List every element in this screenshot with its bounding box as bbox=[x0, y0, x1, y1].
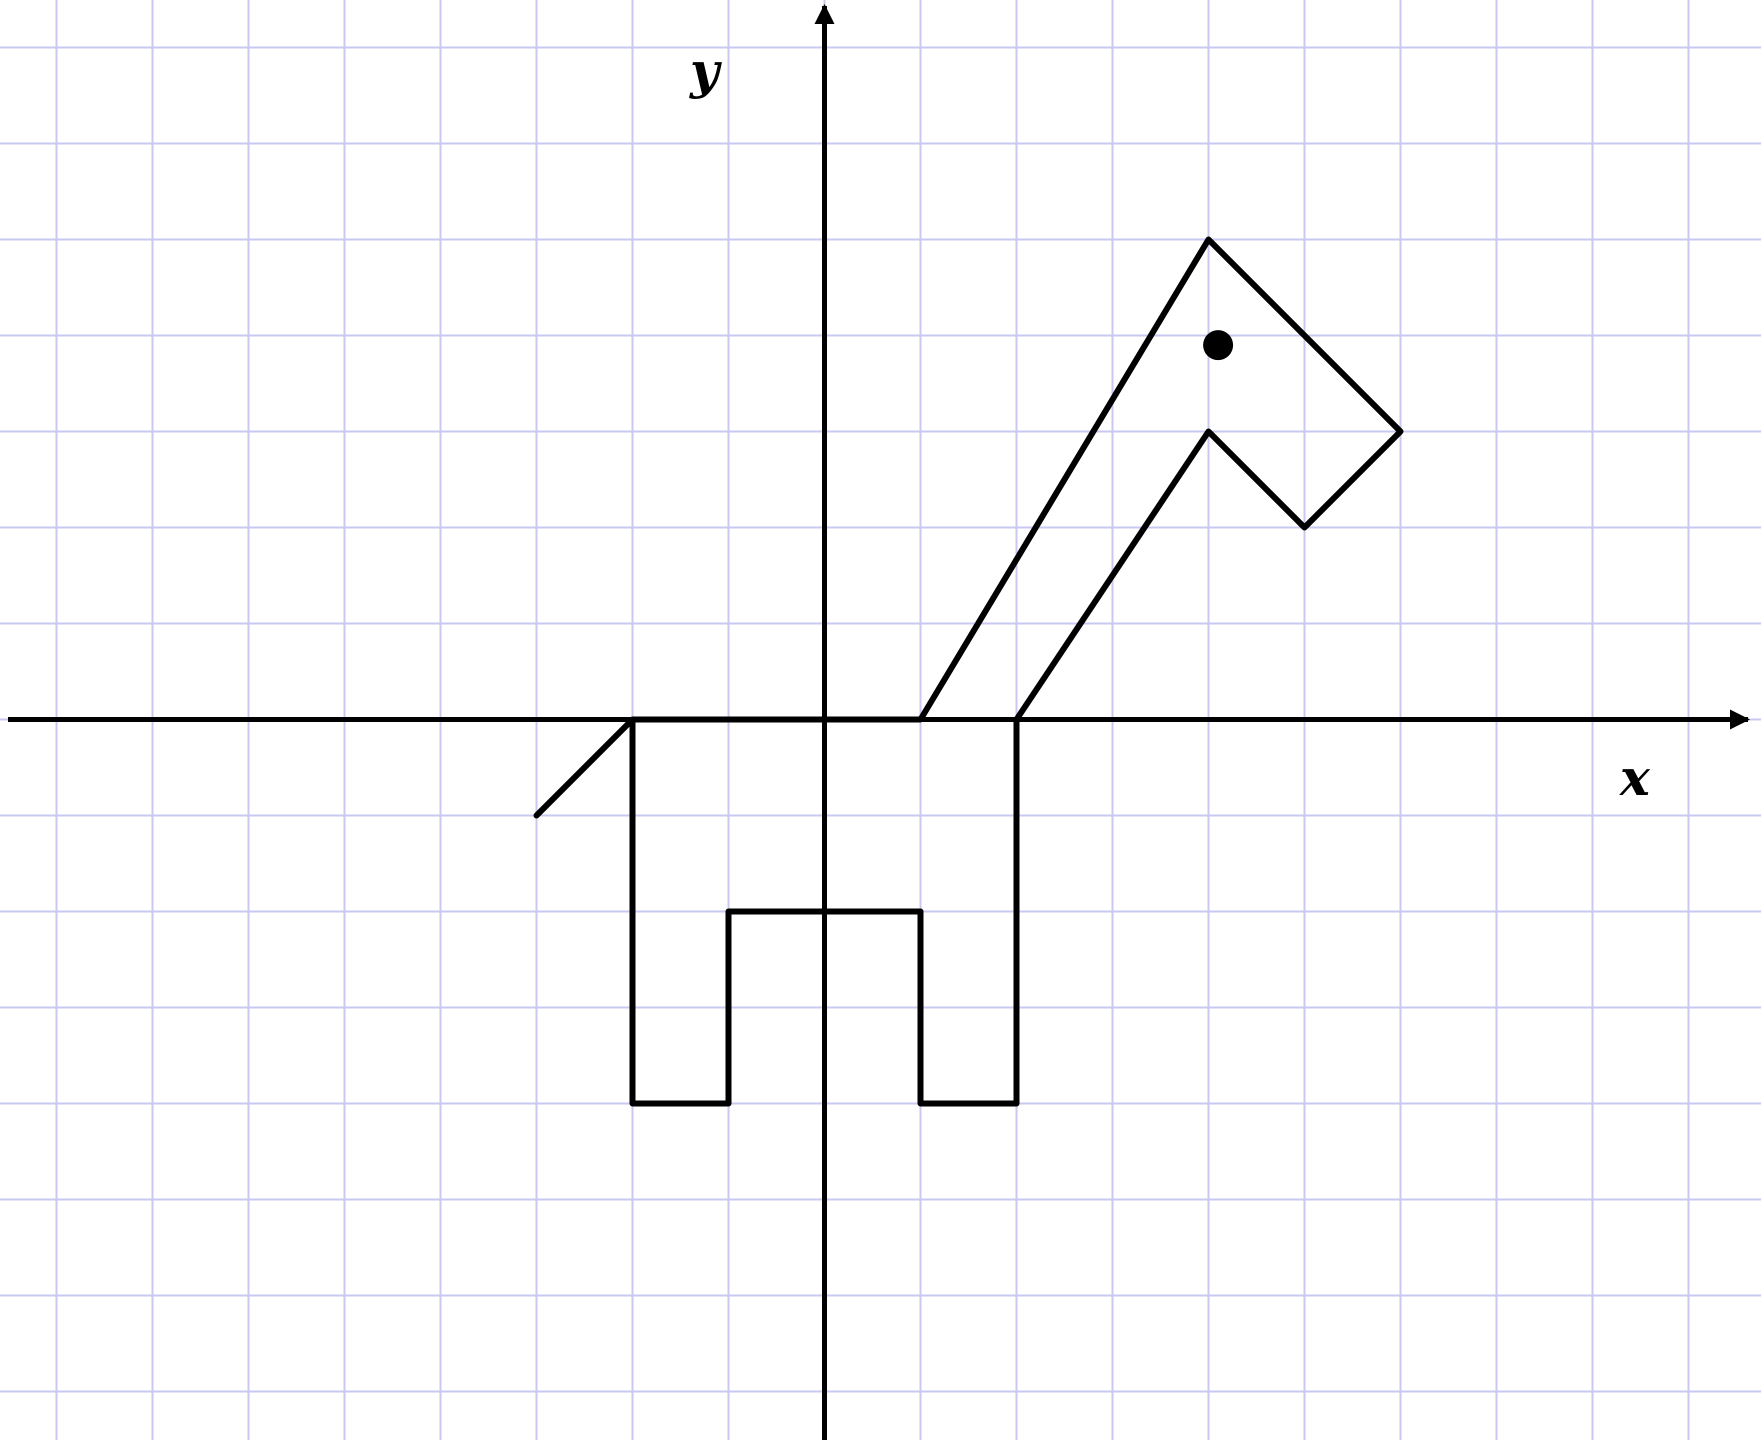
giraffe-outline bbox=[629, 236, 1404, 1107]
y-axis-label: y bbox=[689, 41, 722, 100]
x-axis-label: x bbox=[1619, 748, 1651, 807]
giraffe-eye bbox=[1203, 330, 1234, 361]
giraffe-tail bbox=[533, 716, 636, 819]
